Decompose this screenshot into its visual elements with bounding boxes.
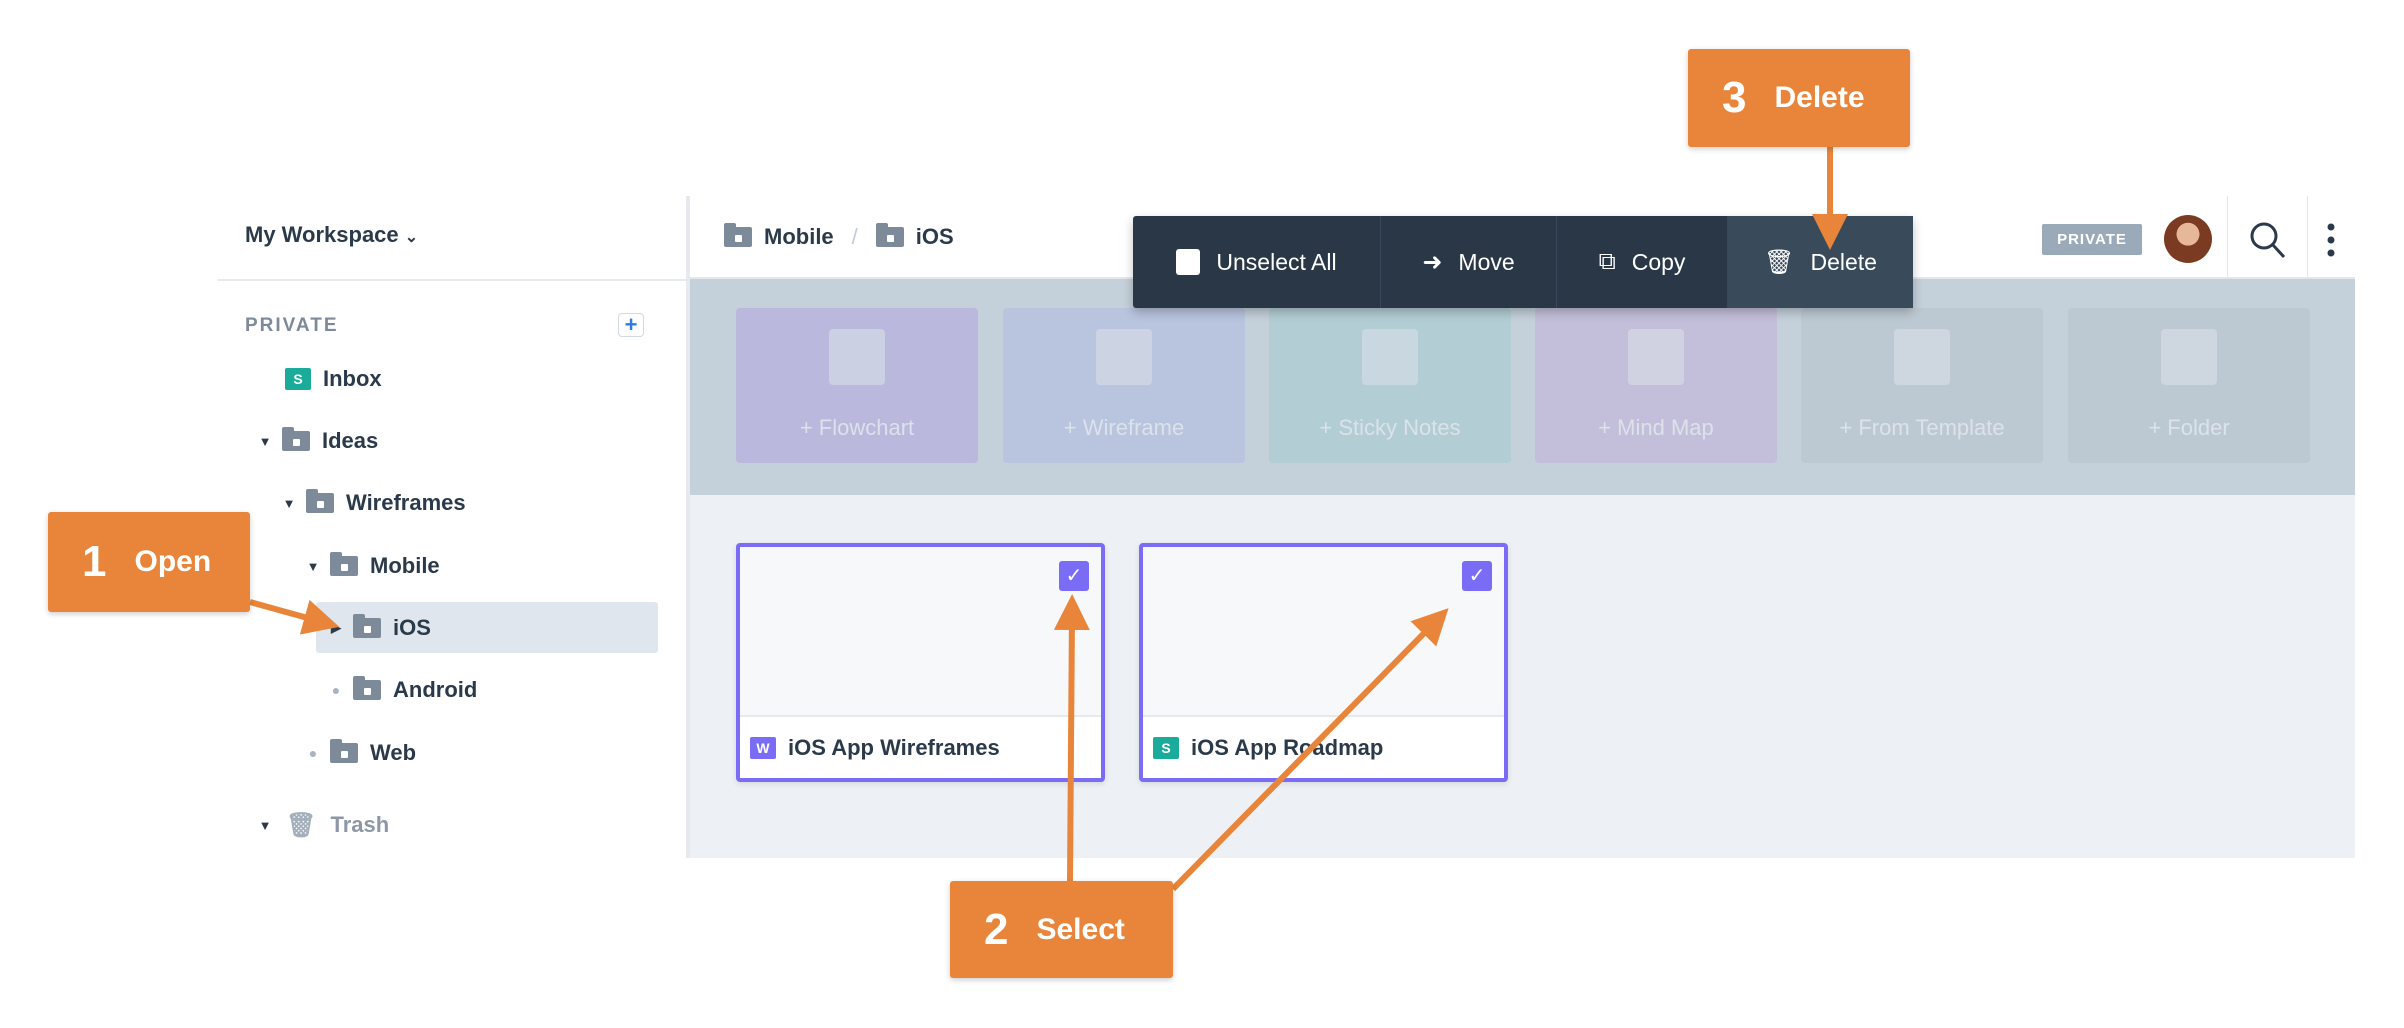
sticky-notes-icon bbox=[1362, 329, 1418, 385]
bullet-icon: ● bbox=[331, 682, 341, 698]
sidebar bbox=[218, 196, 690, 858]
tile-label: + Flowchart bbox=[799, 415, 915, 440]
item-label: Trash bbox=[330, 812, 390, 837]
button-label: Copy bbox=[1631, 248, 1686, 275]
folder-lock-icon bbox=[330, 552, 358, 576]
mind-map-icon bbox=[1628, 329, 1684, 385]
caret-down-icon[interactable]: ▼ bbox=[282, 495, 296, 511]
checkbox-empty-icon bbox=[1176, 249, 1201, 275]
copy-button[interactable]: ⧉ Copy bbox=[1557, 216, 1728, 308]
divider bbox=[218, 279, 690, 281]
divider bbox=[2307, 196, 2308, 279]
add-button[interactable]: + bbox=[618, 313, 644, 337]
avatar[interactable] bbox=[2164, 215, 2212, 263]
callout-text: Open bbox=[134, 545, 212, 578]
breadcrumb: Mobile / iOS bbox=[724, 223, 954, 250]
sticky-board-icon: S bbox=[285, 368, 311, 390]
selection-toolbar: Unselect All ➜ Move ⧉ Copy 🗑 Delete bbox=[1133, 216, 1913, 308]
new-folder-tile[interactable]: + Folder bbox=[2068, 308, 2310, 463]
sidebar-item-web[interactable]: ● Web bbox=[302, 733, 416, 773]
item-label: iOS bbox=[393, 615, 431, 640]
wireframe-icon bbox=[1096, 329, 1152, 385]
new-flowchart-tile[interactable]: + Flowchart bbox=[736, 308, 978, 463]
flowchart-icon bbox=[829, 329, 885, 385]
arrow-open bbox=[249, 599, 340, 635]
folder-icon bbox=[2161, 329, 2217, 385]
sidebar-item-android[interactable]: ● Android bbox=[325, 670, 477, 710]
sidebar-item-wireframes[interactable]: ▼ Wireframes bbox=[278, 483, 466, 523]
breadcrumb-mobile[interactable]: Mobile bbox=[764, 224, 834, 249]
from-template-tile[interactable]: + From Template bbox=[1801, 308, 2043, 463]
folder-lock-icon bbox=[330, 739, 358, 763]
card-title: iOS App Roadmap bbox=[1191, 734, 1384, 760]
item-label: Mobile bbox=[370, 553, 440, 578]
bullet-icon: ● bbox=[308, 745, 318, 761]
private-badge: PRIVATE bbox=[2042, 224, 2142, 255]
sidebar-item-inbox[interactable]: S Inbox bbox=[285, 359, 382, 399]
workspace-name: My Workspace bbox=[245, 222, 399, 247]
new-sticky-notes-tile[interactable]: + Sticky Notes bbox=[1269, 308, 1511, 463]
checkbox-checked[interactable]: ✓ bbox=[1059, 561, 1089, 591]
caret-down-icon[interactable]: ▼ bbox=[306, 558, 320, 574]
button-label: Delete bbox=[1810, 248, 1877, 275]
callout-number: 3 bbox=[1722, 73, 1747, 122]
sidebar-item-ideas[interactable]: ▼ Ideas bbox=[254, 421, 378, 461]
callout-number: 1 bbox=[82, 537, 107, 586]
workspace-switcher[interactable]: My Workspace ⌄ bbox=[245, 222, 418, 248]
sidebar-item-trash[interactable]: ▼ 🗑 Trash bbox=[254, 805, 390, 845]
unselect-all-button[interactable]: Unselect All bbox=[1133, 216, 1381, 308]
caret-down-icon[interactable]: ▼ bbox=[258, 817, 272, 833]
callout-open: 1 Open bbox=[48, 512, 250, 612]
folder-lock-icon bbox=[353, 614, 381, 638]
move-button[interactable]: ➜ Move bbox=[1381, 216, 1557, 308]
folder-lock-icon bbox=[306, 489, 334, 513]
folder-lock-icon bbox=[875, 223, 904, 247]
search-icon[interactable] bbox=[2248, 220, 2288, 265]
callout-delete: 3 Delete bbox=[1688, 49, 1910, 147]
chevron-down-icon: ⌄ bbox=[404, 229, 419, 246]
item-label: Wireframes bbox=[346, 490, 466, 515]
tile-label: + Sticky Notes bbox=[1319, 415, 1461, 440]
callout-number: 2 bbox=[984, 904, 1009, 954]
item-label: Ideas bbox=[322, 428, 379, 453]
trash-icon: 🗑 bbox=[286, 811, 317, 839]
button-label: Unselect All bbox=[1216, 248, 1337, 275]
new-mind-map-tile[interactable]: + Mind Map bbox=[1535, 308, 1777, 463]
arrow-select-2 bbox=[1170, 608, 1449, 892]
folder-lock-icon bbox=[353, 676, 381, 700]
breadcrumb-separator: / bbox=[851, 224, 858, 249]
item-label: Web bbox=[370, 740, 417, 765]
folder-move-icon: ➜ bbox=[1422, 248, 1443, 276]
callout-text: Delete bbox=[1774, 81, 1865, 114]
folder-lock-icon bbox=[282, 427, 310, 451]
more-vertical-icon[interactable] bbox=[2326, 222, 2336, 263]
template-icon bbox=[1894, 329, 1950, 385]
section-label: PRIVATE bbox=[245, 315, 339, 336]
tile-label: + Mind Map bbox=[1598, 415, 1714, 440]
folder-lock-icon bbox=[724, 223, 752, 247]
sidebar-item-mobile[interactable]: ▼ Mobile bbox=[302, 546, 440, 586]
tile-label: + From Template bbox=[1839, 415, 2005, 440]
wireframe-doc-icon: W bbox=[750, 736, 776, 759]
arrow-select-1 bbox=[1053, 594, 1090, 882]
card-title: iOS App Wireframes bbox=[788, 734, 1000, 760]
button-label: Move bbox=[1458, 248, 1515, 275]
item-label: Android bbox=[393, 677, 478, 702]
breadcrumb-ios[interactable]: iOS bbox=[915, 224, 954, 249]
tile-label: + Folder bbox=[2148, 415, 2230, 440]
tile-label: + Wireframe bbox=[1063, 415, 1185, 440]
checkbox-checked[interactable]: ✓ bbox=[1462, 561, 1492, 591]
callout-select: 2 Select bbox=[950, 881, 1173, 978]
caret-down-icon[interactable]: ▼ bbox=[258, 433, 272, 449]
divider bbox=[2227, 196, 2228, 279]
new-wireframe-tile[interactable]: + Wireframe bbox=[1003, 308, 1245, 463]
item-label: Inbox bbox=[323, 366, 382, 391]
callout-text: Select bbox=[1036, 912, 1125, 946]
sticky-doc-icon: S bbox=[1153, 736, 1179, 759]
copy-icon: ⧉ bbox=[1598, 248, 1616, 275]
trash-icon: 🗑 bbox=[1764, 248, 1795, 276]
